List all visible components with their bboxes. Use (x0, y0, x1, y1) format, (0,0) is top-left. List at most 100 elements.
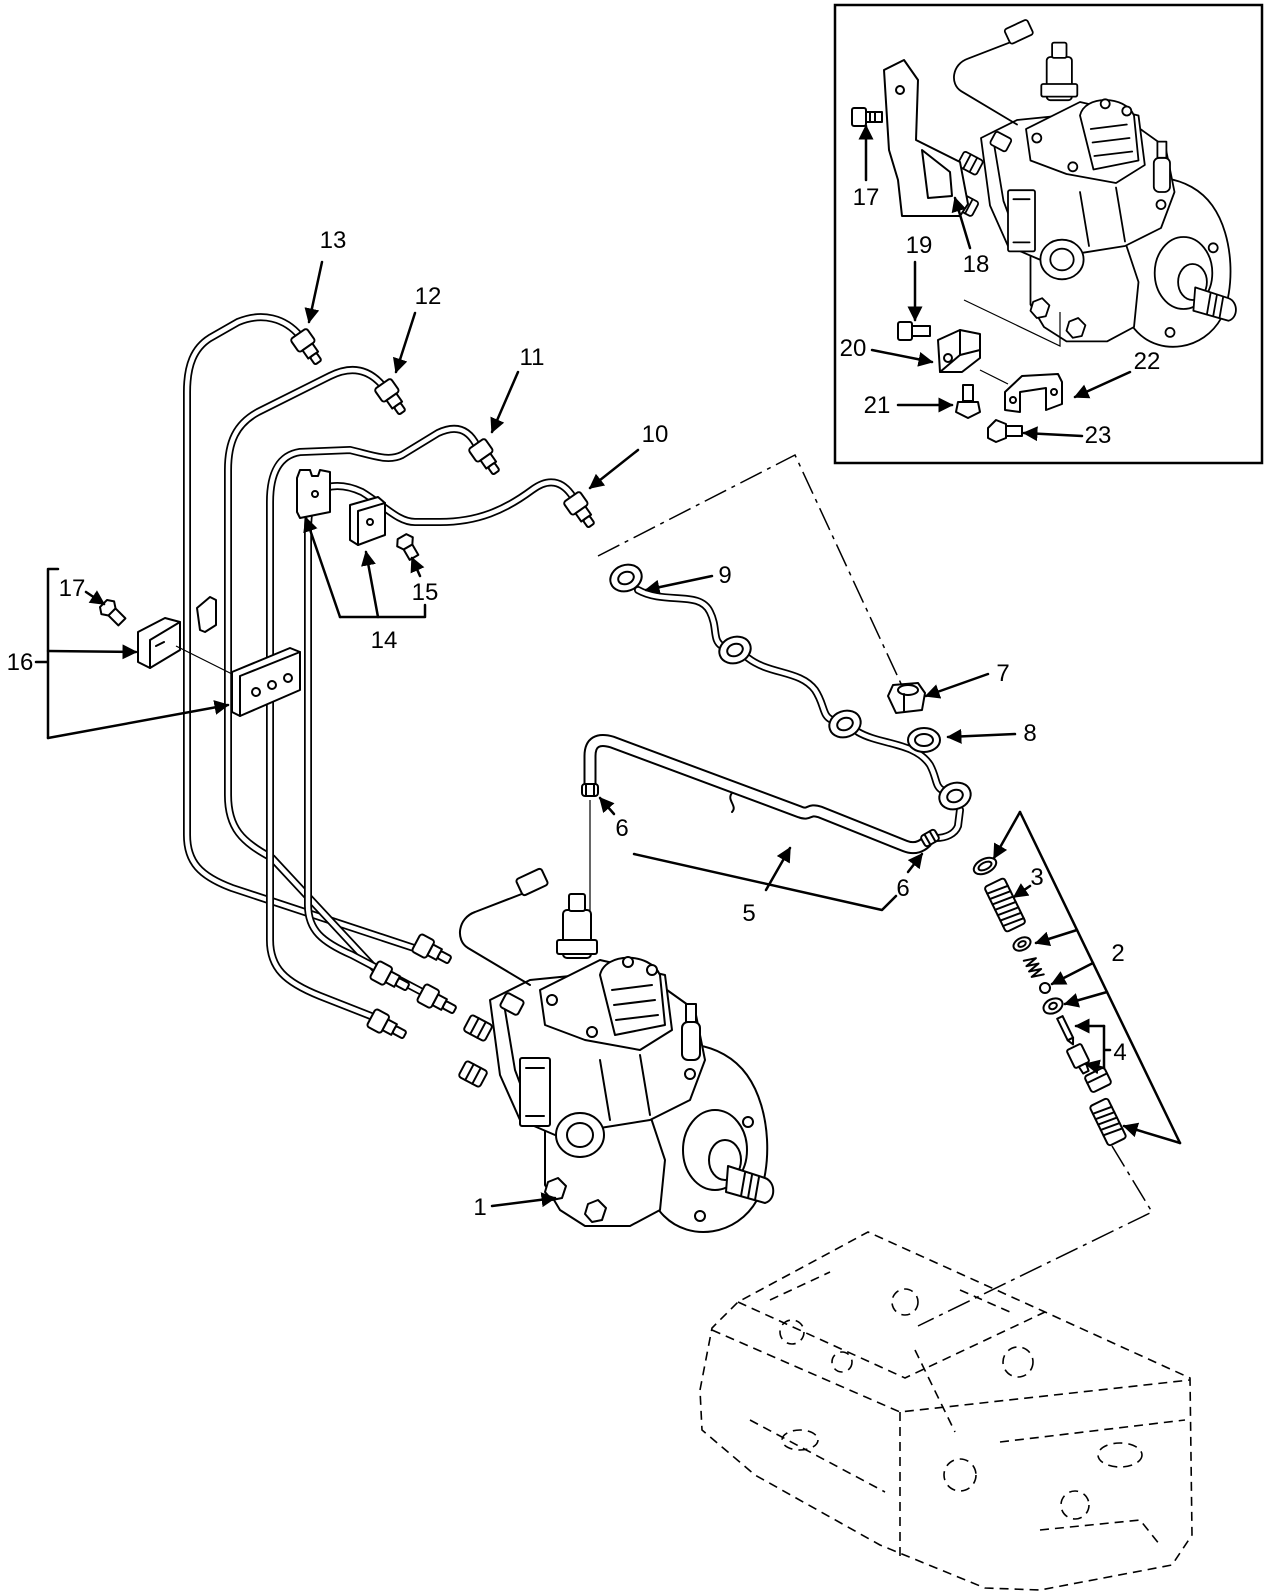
leak-off-eye (828, 709, 862, 739)
callout-23: 22 (1134, 348, 1161, 375)
callout-19: 18 (963, 251, 990, 278)
leak-off-pipe (609, 563, 972, 842)
callout-group-6a: 6 (598, 796, 629, 842)
sealing-washer (907, 727, 941, 753)
bracket-bolt-side (987, 419, 1023, 443)
injector-washer (1012, 936, 1032, 952)
callout-group-14: 14 (303, 516, 427, 654)
cylinder-head-phantom (699, 1231, 1193, 1591)
callout-group-1: 1 (473, 1192, 557, 1221)
callout-16: 16 (7, 649, 34, 676)
head-port (831, 1351, 853, 1373)
callout-group-16: 16 (7, 567, 230, 740)
injector-spring (1022, 957, 1045, 978)
callout-group-22: 21 (864, 392, 954, 419)
hose-clip (581, 783, 599, 797)
callout-group-19: 18 (951, 196, 990, 278)
nozzle-holder-lower (1089, 1097, 1127, 1147)
callout-12: 12 (415, 283, 442, 310)
callout-group-21: 20 (840, 335, 934, 367)
callout-group-8: 8 (946, 720, 1037, 747)
bracket-bolt-lower (955, 384, 981, 419)
pipe-nut-pump (416, 983, 457, 1014)
callout-group-9: 9 (644, 562, 732, 595)
callout-14: 14 (371, 627, 398, 654)
callout-group-15: 15 (410, 556, 439, 606)
leak-off-eye (938, 781, 972, 811)
callout-group-20: 19 (906, 232, 933, 322)
return-hose (583, 734, 933, 855)
callout-8: 8 (1023, 720, 1036, 747)
callout-group-4: 4 (1074, 1018, 1127, 1075)
callout-9: 9 (718, 562, 731, 589)
callout-4: 4 (1113, 1039, 1126, 1066)
callout-group-3: 3 (1012, 864, 1044, 899)
callout-22: 21 (864, 392, 891, 419)
callout-group-11: 11 (490, 344, 545, 434)
callout-group-2: 2 (1034, 928, 1125, 1008)
callout-group-10: 10 (588, 421, 669, 490)
callout-21: 20 (840, 335, 867, 362)
callout-15: 15 (412, 579, 439, 606)
injector-o-ring (972, 856, 998, 876)
pipe-nut-injector (468, 438, 500, 475)
support-bracket-large (1004, 373, 1063, 413)
callout-17: 17 (59, 575, 86, 602)
callout-11: 11 (520, 344, 545, 371)
head-port (779, 1319, 805, 1345)
hose-clip (920, 828, 940, 848)
leak-off-nut (887, 682, 926, 714)
pipe-clamp-upper (296, 469, 386, 546)
callout-group-17: 17 (59, 575, 106, 606)
head-port (943, 1458, 977, 1492)
callout-7: 7 (996, 660, 1009, 687)
nozzle-body (1066, 1043, 1090, 1075)
leak-off-eye (718, 635, 752, 665)
callout-group-13: 13 (304, 227, 347, 324)
nozzle-needle (1056, 1015, 1075, 1046)
injection-pump (457, 866, 775, 1233)
pipe-clamp-lower (137, 596, 301, 717)
callout-5: 5 (742, 900, 755, 927)
callout-group-7: 7 (924, 660, 1010, 699)
pipe-nut-injector (563, 491, 595, 528)
adjusting-shim (1042, 997, 1064, 1015)
callout-6: 6 (615, 815, 628, 842)
support-bracket-small (937, 329, 981, 373)
callout-20: 19 (906, 232, 933, 259)
head-port (891, 1288, 919, 1316)
head-port (1002, 1346, 1034, 1378)
callout-group-12: 12 (392, 283, 442, 374)
pump-mounting-plate (883, 59, 969, 217)
clamp-bolt (396, 533, 420, 561)
alignment-line-injector (917, 1145, 1154, 1327)
callout-3: 3 (1030, 864, 1043, 891)
callout-13: 13 (320, 227, 347, 254)
nozzle-holder-body (984, 877, 1026, 933)
callout-18: 17 (853, 184, 880, 211)
pipe-nut-injector (374, 378, 406, 415)
callout-1: 1 (473, 1194, 486, 1221)
callout-6: 6 (896, 875, 909, 902)
callout-group-24: 23 (1022, 422, 1112, 449)
callout-group-23: 22 (1073, 348, 1161, 399)
callout-group-18: 17 (853, 124, 880, 211)
pipe-nut-pump (411, 933, 452, 964)
injection-pipes (183, 313, 577, 1022)
bracket-bolt-upper (897, 321, 931, 341)
callout-10: 10 (642, 421, 669, 448)
alignment-line-nozzle (597, 453, 904, 689)
spring-seat (1039, 982, 1051, 994)
callout-24: 23 (1085, 422, 1112, 449)
pipe-nut-pump (369, 960, 410, 991)
pipe-nut-pump (366, 1008, 407, 1039)
injector-assembly (972, 856, 1127, 1147)
leak-off-eye (609, 563, 643, 593)
callout-group-6b: 6 (896, 852, 924, 902)
pipe-nut-injector (290, 328, 322, 365)
callout-group-5: 5 (632, 846, 898, 927)
head-port (1060, 1490, 1090, 1520)
callout-group-injector-bracket (992, 810, 1182, 1145)
callout-2: 2 (1111, 940, 1124, 967)
